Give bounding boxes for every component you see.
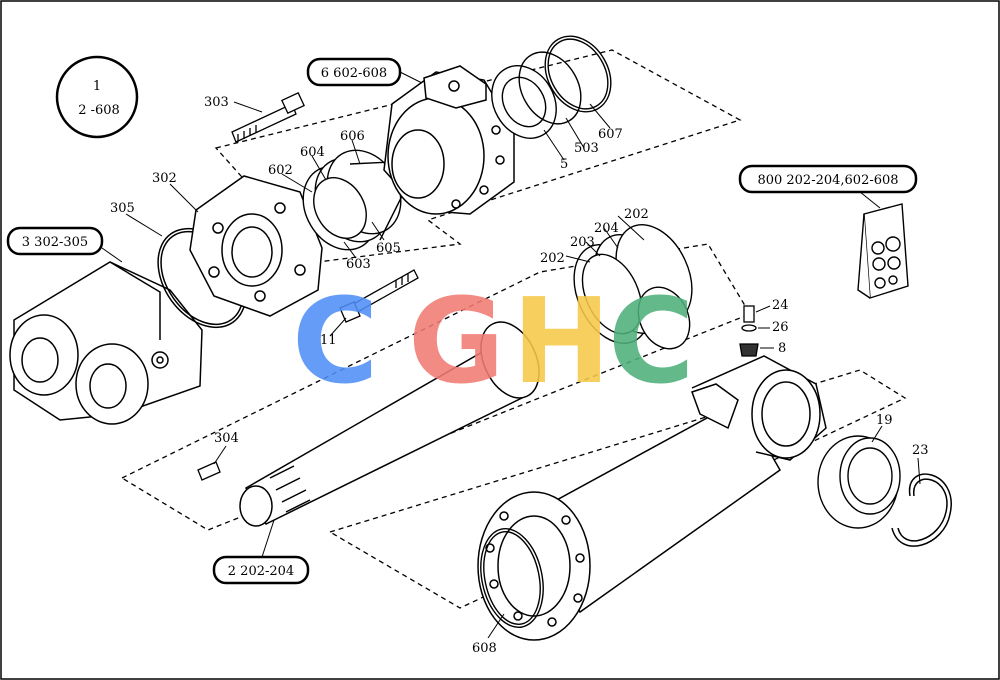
svg-text:2 202-204: 2 202-204 — [228, 564, 294, 579]
leader-2 — [261, 513, 277, 558]
rod-eye-part[interactable] — [9, 261, 203, 425]
bolt-303[interactable] — [231, 91, 305, 143]
label-202-top: 202 — [624, 207, 649, 222]
label-607: 607 — [598, 127, 623, 142]
label-503: 503 — [574, 141, 599, 156]
callout-1-bottom: 2 -608 — [78, 103, 120, 118]
snap-ring-23[interactable] — [891, 473, 952, 547]
leader-lines — [125, 101, 921, 639]
label-606: 606 — [340, 129, 365, 144]
callout-800[interactable]: 800 202-204,602-608 — [738, 164, 918, 194]
leader-800 — [859, 191, 881, 209]
leader-3 — [101, 247, 123, 263]
label-24: 24 — [772, 298, 789, 313]
label-605: 605 — [376, 241, 401, 256]
grease-fitting-24-26-8[interactable] — [739, 305, 759, 357]
piston-rod-2[interactable] — [239, 313, 550, 527]
bushing-19[interactable] — [817, 435, 901, 529]
callout-1-circle[interactable]: 1 2 -608 — [55, 55, 139, 139]
watermark-letter-2: G — [408, 272, 505, 410]
o-ring-608[interactable] — [472, 523, 551, 633]
label-302: 302 — [152, 171, 177, 186]
part-labels: 303 302 305 604 606 602 605 603 607 503 … — [110, 95, 929, 656]
svg-text:6 602-608: 6 602-608 — [321, 66, 387, 81]
tube-group-boundary — [328, 369, 907, 609]
label-8: 8 — [778, 341, 786, 356]
label-19: 19 — [876, 413, 893, 428]
pin-304[interactable] — [197, 461, 221, 481]
leader-6 — [399, 71, 425, 85]
gland-head-6[interactable] — [383, 65, 515, 215]
ring-set-5-503-607[interactable] — [479, 24, 624, 150]
piston-202-204[interactable] — [559, 213, 707, 358]
bolt-11[interactable] — [339, 269, 419, 323]
bushing-602-606[interactable] — [289, 137, 416, 263]
label-603: 603 — [346, 257, 371, 272]
cylinder-tube[interactable] — [477, 355, 827, 641]
watermark-letter-1: C — [292, 272, 379, 410]
svg-text:800 202-204,602-608: 800 202-204,602-608 — [757, 173, 898, 188]
svg-text:3 302-305: 3 302-305 — [22, 235, 88, 250]
label-5: 5 — [560, 157, 568, 172]
label-303: 303 — [204, 95, 229, 110]
label-26: 26 — [772, 320, 789, 335]
label-203: 203 — [570, 235, 595, 250]
label-204: 204 — [594, 221, 619, 236]
label-23: 23 — [912, 443, 929, 458]
label-304: 304 — [214, 431, 239, 446]
piston-group-boundary — [120, 243, 751, 531]
label-202-left: 202 — [540, 251, 565, 266]
seal-kit-bag[interactable] — [857, 203, 909, 299]
callout-2[interactable]: 2 202-204 — [212, 555, 310, 585]
watermark-letter-4: C — [608, 272, 695, 410]
label-11: 11 — [320, 333, 337, 348]
piston-nut-302[interactable] — [189, 175, 323, 317]
callout-3[interactable]: 3 302-305 — [6, 226, 104, 256]
label-305: 305 — [110, 201, 135, 216]
callout-1-top: 1 — [93, 79, 101, 94]
watermark-logo: C G H C — [292, 272, 695, 410]
label-602: 602 — [268, 163, 293, 178]
watermark-letter-3: H — [512, 272, 611, 410]
callout-6[interactable]: 6 602-608 — [306, 57, 402, 87]
label-608: 608 — [472, 641, 497, 656]
label-604: 604 — [300, 145, 325, 160]
